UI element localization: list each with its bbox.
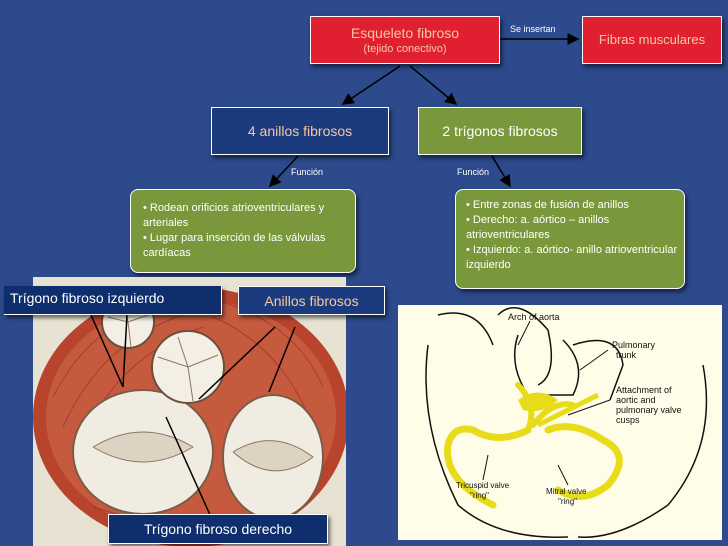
label-tricuspid-1: Tricuspid valve — [456, 481, 510, 490]
anillos-fibrosos-text: 4 anillos fibrosos — [247, 123, 353, 139]
fibras-musculares-text: Fibras musculares — [598, 32, 706, 47]
list-item: Izquierdo: a. aórtico- anillo atrioventr… — [466, 243, 678, 273]
list-item: Rodean orificios atrioventriculares y ar… — [143, 201, 347, 231]
list-item: Lugar para inserción de las válvulas car… — [143, 231, 347, 261]
esqueleto-fibroso-box: Esqueleto fibroso (tejido conectivo) — [310, 16, 500, 64]
funcion-trigonos-box: Entre zonas de fusión de anillos Derecho… — [455, 189, 685, 289]
label-pulmonary-2: trunk — [616, 350, 637, 360]
label-mitral-1: Mitral valve — [546, 487, 587, 496]
anillos-fibrosos-label: Anillos fibrosos — [238, 286, 385, 315]
funcion-label-left: Función — [291, 167, 324, 177]
fibras-musculares-box: Fibras musculares — [582, 16, 722, 64]
trigono-derecho-label: Trígono fibroso derecho — [108, 514, 328, 544]
label-arch: Arch of aorta — [508, 312, 560, 322]
funcion-trigonos-list: Entre zonas de fusión de anillos Derecho… — [466, 198, 678, 273]
label-tricuspid-2: "ring" — [470, 491, 490, 500]
anillos-fibrosos-label-text: Anillos fibrosos — [264, 292, 359, 309]
arrow-to-funcion-right — [491, 155, 511, 188]
heart-valves-illustration — [33, 277, 346, 546]
esqueleto-fibroso-subtitle: (tejido conectivo) — [363, 43, 447, 55]
schematic-panel: Arch of aorta Pulmonary trunk Attachment… — [398, 305, 722, 540]
esqueleto-fibroso-title: Esqueleto fibroso — [350, 25, 460, 41]
trigono-izquierdo-label: Trígono fibroso izquierdo — [4, 286, 222, 315]
se-insertan-label: Se insertan — [510, 24, 556, 34]
funcion-anillos-list: Rodean orificios atrioventriculares y ar… — [143, 201, 347, 261]
label-attach-4: cusps — [616, 415, 640, 425]
label-attach-2: aortic and — [616, 395, 656, 405]
trigono-derecho-text: Trígono fibroso derecho — [143, 521, 293, 537]
trigonos-fibrosos-text: 2 trígonos fibrosos — [442, 123, 558, 139]
label-attach-1: Attachment of — [616, 385, 672, 395]
trigonos-fibrosos-box: 2 trígonos fibrosos — [418, 107, 582, 155]
heart-valves-drawing — [33, 277, 346, 546]
label-attach-3: pulmonary valve — [616, 405, 682, 415]
arrow-to-funcion-left — [268, 155, 299, 188]
list-item: Entre zonas de fusión de anillos — [466, 198, 678, 213]
list-item: Derecho: a. aórtico – anillos atrioventr… — [466, 213, 678, 243]
funcion-label-right: Función — [457, 167, 490, 177]
trigono-izquierdo-text: Trígono fibroso izquierdo — [10, 290, 165, 306]
funcion-anillos-box: Rodean orificios atrioventriculares y ar… — [130, 189, 356, 273]
label-pulmonary-1: Pulmonary — [612, 340, 656, 350]
arrow-to-trigonos — [409, 65, 458, 105]
arrow-to-anillos — [341, 65, 401, 105]
anillos-fibrosos-box: 4 anillos fibrosos — [211, 107, 389, 155]
schematic-drawing — [425, 307, 708, 538]
label-mitral-2: "ring" — [558, 497, 578, 506]
